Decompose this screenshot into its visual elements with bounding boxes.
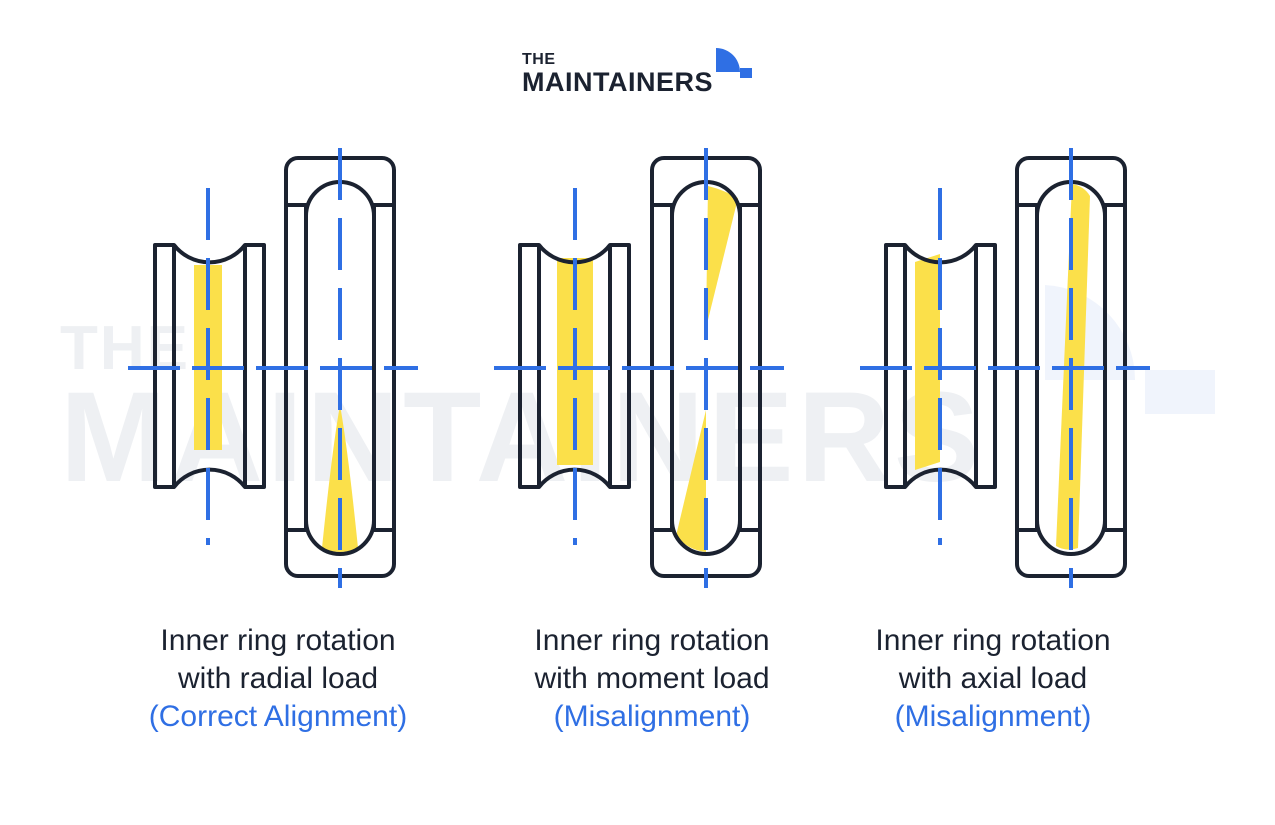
panel-axial-load bbox=[860, 148, 1150, 588]
inner-center-mark bbox=[565, 358, 585, 378]
caption-status: (Misalignment) bbox=[894, 700, 1092, 733]
inner-center-mark bbox=[930, 358, 950, 378]
caption-axial-load: Inner ring rotation with axial load (Mis… bbox=[803, 622, 1183, 736]
panel-moment-load bbox=[494, 148, 784, 588]
caption-line-2: with radial load bbox=[177, 662, 379, 695]
caption-line-2: with axial load bbox=[898, 662, 1088, 695]
inner-center-mark bbox=[198, 358, 218, 378]
logo-mark-icon bbox=[716, 48, 752, 78]
outer-center-mark bbox=[696, 358, 716, 378]
caption-moment-load: Inner ring rotation with moment load (Mi… bbox=[462, 622, 842, 736]
caption-line-2: with moment load bbox=[534, 662, 770, 695]
caption-status: (Misalignment) bbox=[553, 700, 751, 733]
logo-line-1: THE bbox=[522, 51, 556, 68]
outer-center-mark bbox=[1061, 358, 1081, 378]
caption-line-1: Inner ring rotation bbox=[160, 624, 396, 657]
caption-radial-load: Inner ring rotation with radial load (Co… bbox=[88, 622, 468, 736]
caption-line-1: Inner ring rotation bbox=[534, 624, 770, 657]
panel-radial-load bbox=[128, 148, 418, 588]
inner-ring-load-zone bbox=[915, 254, 940, 470]
outer-ring-load-zone-bottom bbox=[676, 410, 706, 552]
caption-line-1: Inner ring rotation bbox=[875, 624, 1111, 657]
logo-line-2: MAINTAINERS bbox=[522, 67, 713, 97]
caption-status: (Correct Alignment) bbox=[148, 700, 408, 733]
outer-center-mark bbox=[330, 358, 350, 378]
outer-ring-load-zone-top bbox=[706, 186, 738, 328]
brand-logo: THE MAINTAINERS bbox=[522, 52, 713, 96]
